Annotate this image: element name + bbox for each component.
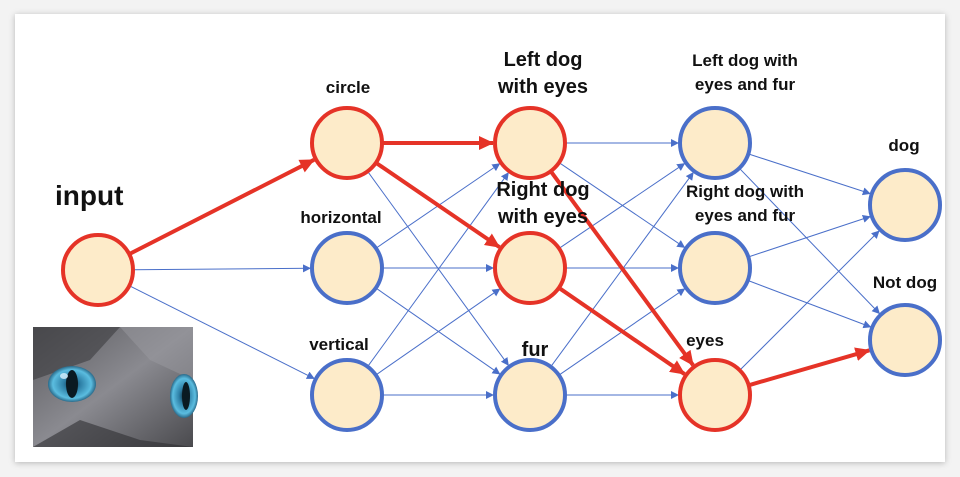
cat-eyes-photo <box>33 327 198 447</box>
red-connections <box>128 136 871 388</box>
edge-left_dog_eyes-to-right_dog_eyes_fur <box>558 162 686 248</box>
node-fur <box>493 358 567 432</box>
node-horizontal <box>310 231 384 305</box>
node-right-dog-eyes <box>493 231 567 305</box>
edge-input-to-vertical <box>129 285 315 379</box>
input-label: input <box>55 180 123 211</box>
node-label-fur: fur <box>522 339 549 361</box>
edge-vertical-to-right_dog_eyes <box>375 288 501 376</box>
edge-eyes-to-dog <box>739 230 880 371</box>
edge-vertical-to-left_dog_eyes <box>367 172 509 367</box>
node-eyes <box>678 358 752 432</box>
node-label-dog: dog <box>888 136 919 155</box>
node-label-not-dog: Not dog <box>873 273 937 292</box>
edge-circle-to-right_dog_eyes <box>374 161 501 249</box>
node-label-circle: circle <box>326 78 370 97</box>
edge-right_dog_eyes-to-left_dog_eyes_fur <box>558 163 686 249</box>
node-not-dog <box>868 303 942 377</box>
node-right-dog-eyes-fur <box>678 231 752 305</box>
edge-horizontal-to-fur <box>375 287 501 375</box>
edge-left_dog_eyes-to-eyes <box>549 170 695 367</box>
node-label-vertical: vertical <box>309 335 369 354</box>
node-left-dog-eyes <box>493 106 567 180</box>
edge-right_dog_eyes_fur-to-not_dog <box>747 279 872 329</box>
node-left-dog-eyes-fur <box>678 106 752 180</box>
edge-input-to-circle <box>128 158 315 256</box>
edge-input-to-horizontal <box>132 264 312 273</box>
edge-eyes-to-not_dog <box>748 347 871 388</box>
edge-right_dog_eyes-to-eyes <box>557 286 686 376</box>
node-label-eyes: eyes <box>686 331 724 350</box>
edge-right_dog_eyes_fur-to-dog <box>748 215 871 258</box>
node-input <box>61 233 135 307</box>
node-dog <box>868 168 942 242</box>
node-circle <box>310 106 384 180</box>
network-nodes <box>61 106 942 432</box>
edge-left_dog_eyes_fur-to-dog <box>748 153 871 196</box>
node-vertical <box>310 358 384 432</box>
node-label-horizontal: horizontal <box>300 208 381 227</box>
edge-left_dog_eyes_fur-to-not_dog <box>738 167 881 315</box>
